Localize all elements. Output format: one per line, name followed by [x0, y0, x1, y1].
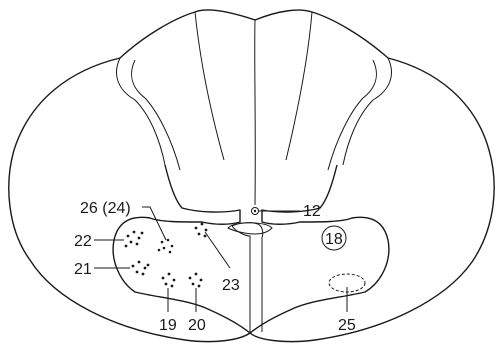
label-25: 25 — [338, 317, 356, 334]
cord-outline — [9, 10, 494, 342]
dorsal-horn-left-inner — [132, 60, 180, 170]
label-22: 22 — [74, 233, 92, 250]
nucleus-23 — [195, 223, 208, 238]
nucleus-20 — [189, 273, 203, 288]
label-21: 21 — [74, 261, 92, 278]
label-23: 23 — [222, 277, 240, 294]
nucleus-26-24 — [158, 239, 174, 254]
nucleus-21 — [132, 261, 150, 276]
dorsal-horn-right-inner — [328, 60, 376, 170]
dorsal-horn-left — [116, 58, 165, 165]
grey-matter-outline — [113, 165, 389, 333]
label-20: 20 — [188, 317, 206, 334]
posterior-column-right — [286, 12, 312, 160]
posterior-column-left — [195, 12, 224, 160]
nucleus-22 — [125, 231, 144, 248]
nucleus-19 — [162, 273, 176, 288]
leader-23 — [205, 232, 230, 268]
posterior-median-septum — [255, 20, 256, 205]
label-12: 12 — [303, 203, 321, 220]
label-18: 18 — [325, 231, 343, 248]
leader-26 — [142, 207, 166, 240]
dorsal-horn-right — [343, 58, 392, 165]
label-19: 19 — [159, 317, 177, 334]
label-26-24: 26 (24) — [80, 200, 131, 217]
central-canal-dot — [254, 210, 256, 212]
